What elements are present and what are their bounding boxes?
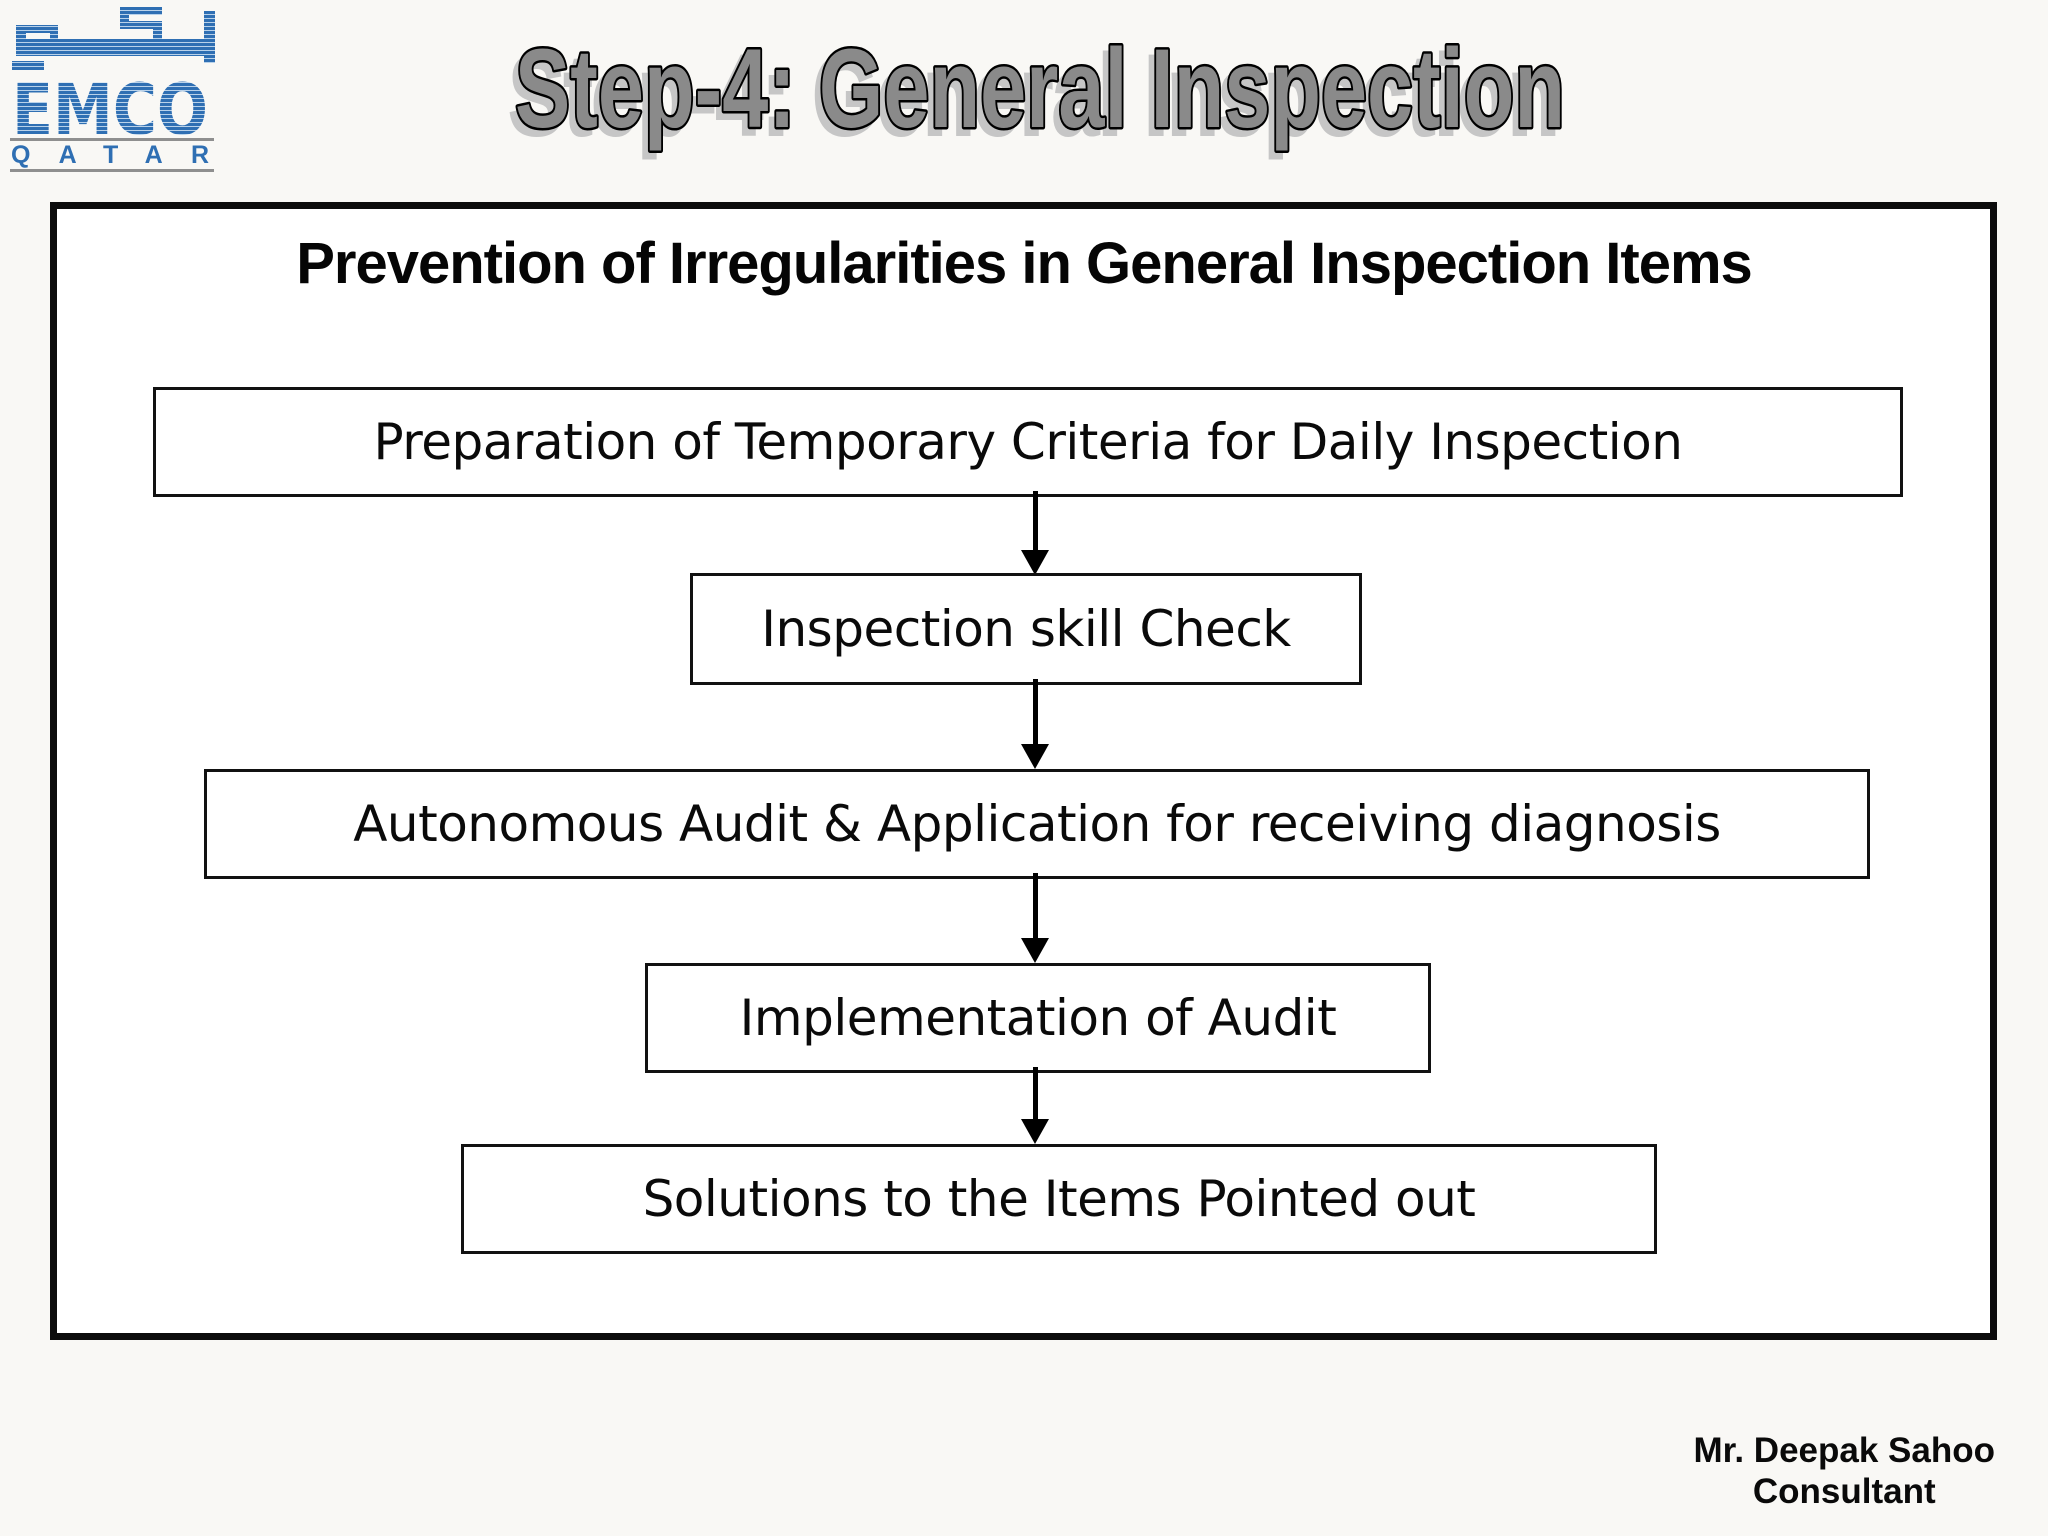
- slide-title: Step-4: General Inspection Step-4: Gener…: [507, 24, 1568, 161]
- footer-credit: Mr. Deepak Sahoo Consultant: [1694, 1430, 1995, 1512]
- arrow-shaft: [1032, 491, 1038, 551]
- consultant-name: Mr. Deepak Sahoo: [1693, 1431, 1995, 1470]
- emco-qatar-logo: EMCO QATAR: [10, 7, 215, 172]
- arrow-shaft: [1032, 873, 1038, 939]
- arrow-shaft: [1032, 679, 1038, 745]
- arrow-head-icon: [1021, 550, 1049, 575]
- panel-heading: Prevention of Irregularities in General …: [296, 231, 1753, 296]
- flow-step-1: Preparation of Temporary Criteria for Da…: [153, 387, 1903, 497]
- arrow-shaft: [1032, 1067, 1038, 1120]
- flow-step-2: Inspection skill Check: [690, 573, 1362, 685]
- arrow-head-icon: [1021, 744, 1049, 769]
- flow-step-4: Implementation of Audit: [645, 963, 1431, 1073]
- flow-step-3: Autonomous Audit & Application for recei…: [204, 769, 1870, 879]
- flow-arrow-3: [1020, 873, 1050, 963]
- flow-arrow-4: [1020, 1067, 1050, 1144]
- slide-title-text: Step-4: General Inspection: [515, 26, 1565, 151]
- flow-step-5: Solutions to the Items Pointed out: [461, 1144, 1657, 1254]
- logo-emco-text: EMCO: [12, 69, 208, 151]
- arrow-head-icon: [1021, 1119, 1049, 1144]
- flow-arrow-2: [1020, 679, 1050, 769]
- consultant-role: Consultant: [1752, 1472, 1936, 1511]
- slide-title-shadow: Step-4: General Inspection: [509, 33, 1559, 158]
- logo-rule-bottom: [10, 169, 214, 172]
- flow-arrow-1: [1020, 491, 1050, 575]
- logo-arabic-mark: [12, 7, 215, 70]
- arrow-head-icon: [1021, 938, 1049, 963]
- logo-rule-top: [10, 138, 214, 141]
